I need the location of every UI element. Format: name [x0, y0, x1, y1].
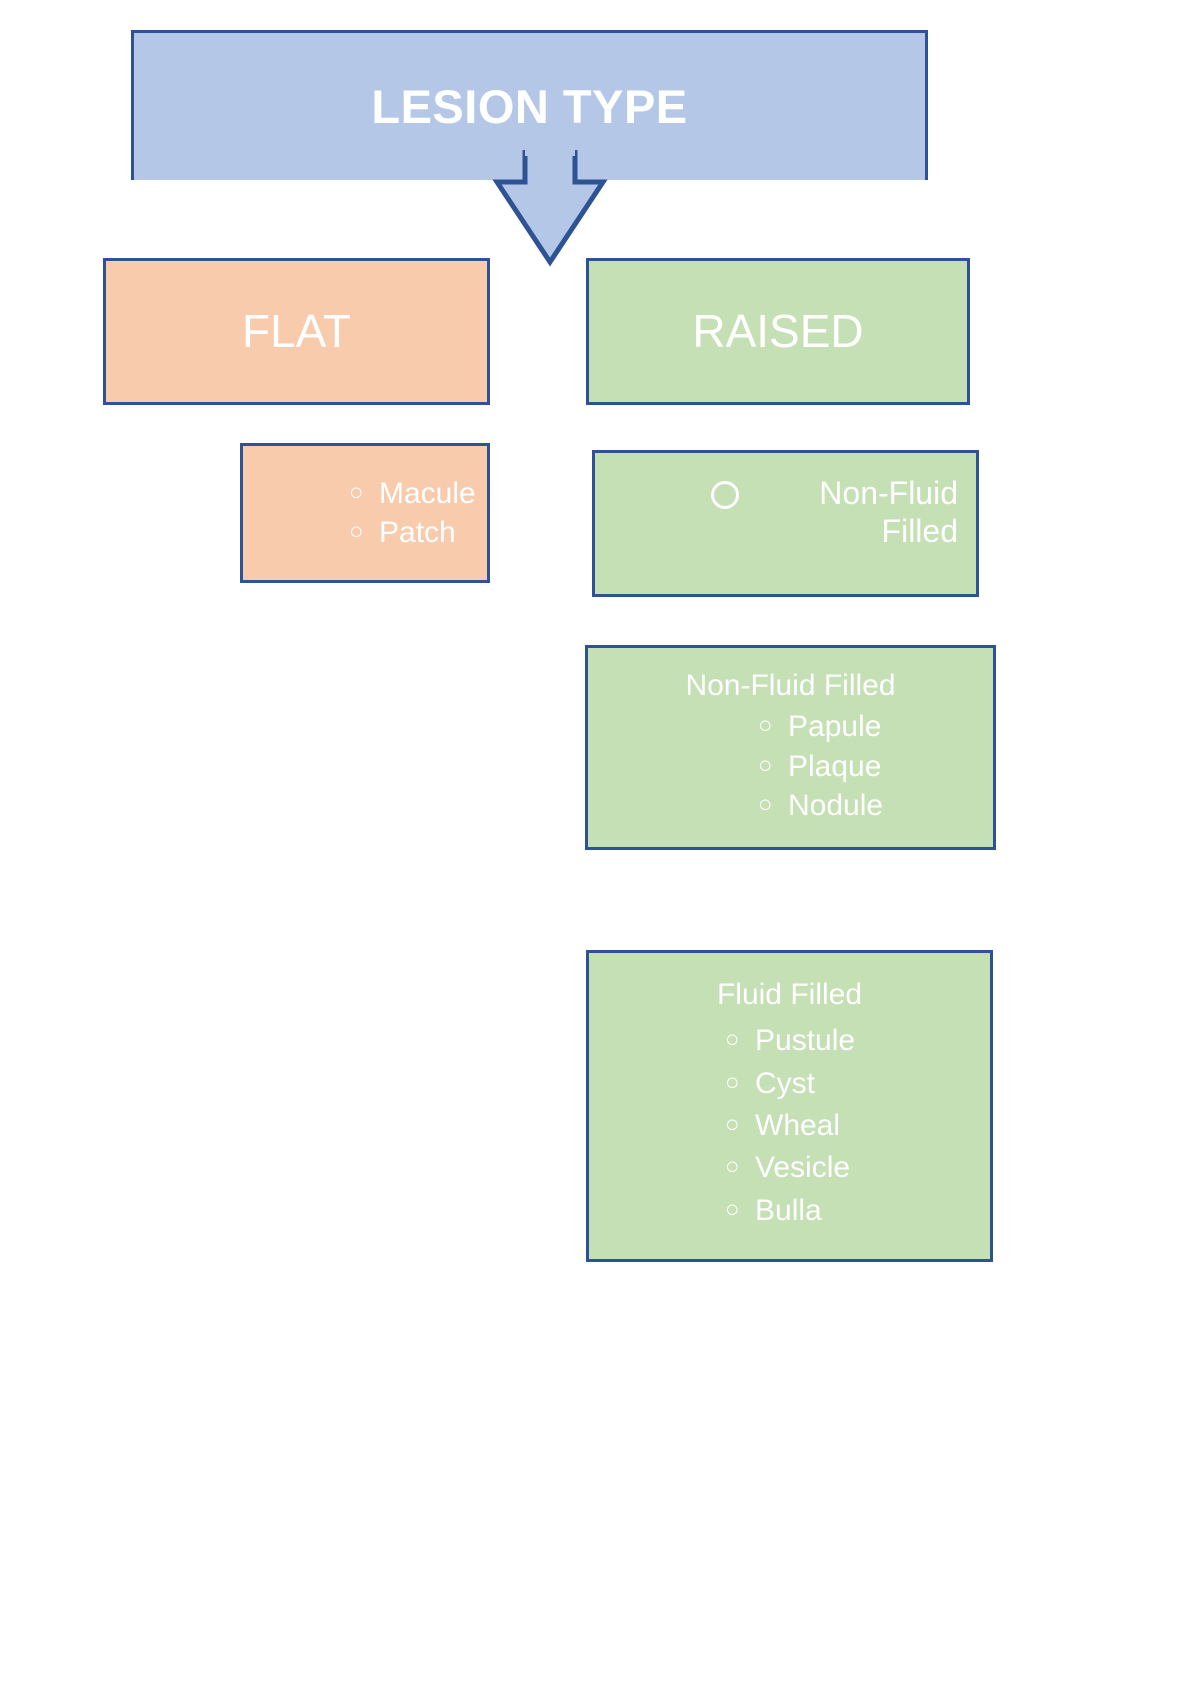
- circle-bullet-icon: [711, 481, 739, 509]
- flat-types-list: ○ Macule ○ Patch: [349, 472, 476, 555]
- circle-bullet-icon: ○: [725, 1195, 740, 1223]
- circle-bullet-icon: ○: [725, 1153, 740, 1181]
- list-item: ○ Vesicle: [725, 1150, 972, 1185]
- list-item-label: Macule: [379, 476, 476, 510]
- raised-nonfluid-callout-box: Non-Fluid Filled: [592, 450, 979, 597]
- list-item: ○ Cyst: [725, 1066, 972, 1101]
- list-item: ○ Papule: [758, 709, 975, 744]
- flat-label: FLAT: [241, 305, 352, 358]
- raised-callout-line1: Non-Fluid: [819, 475, 958, 511]
- list-item-label: Cyst: [755, 1066, 815, 1100]
- list-item-label: Pustule: [755, 1024, 856, 1058]
- fluid-filled-heading: Fluid Filled: [716, 977, 863, 1011]
- non-fluid-filled-list: ○ Papule ○ Plaque ○ Nodule: [758, 705, 975, 827]
- raised-callout-line2: Filled: [881, 512, 958, 549]
- list-item: ○ Plaque: [758, 749, 975, 784]
- raised-label: RAISED: [692, 305, 864, 358]
- list-item-label: Patch: [379, 516, 456, 549]
- lesion-type-header-box: LESION TYPE: [131, 30, 928, 180]
- circle-bullet-icon: ○: [349, 478, 364, 506]
- fluid-filled-box: Fluid Filled ○ Pustule ○ Cyst ○ Wheal ○ …: [586, 950, 993, 1262]
- fluid-filled-list: ○ Pustule ○ Cyst ○ Wheal ○ Vesicle ○ Bul…: [725, 1016, 972, 1235]
- circle-bullet-icon: ○: [349, 518, 364, 545]
- list-item-label: Wheal: [755, 1109, 841, 1142]
- list-item: ○ Macule: [349, 476, 476, 511]
- flat-types-box: ○ Macule ○ Patch: [240, 443, 490, 583]
- list-item-label: Papule: [788, 710, 882, 744]
- raised-branch-box: RAISED: [586, 258, 970, 405]
- list-item: ○ Bulla: [725, 1193, 972, 1228]
- list-item-label: Plaque: [788, 749, 882, 783]
- list-item-label: Vesicle: [755, 1151, 851, 1185]
- circle-bullet-icon: ○: [758, 712, 773, 740]
- list-item-label: Nodule: [788, 788, 884, 822]
- circle-bullet-icon: ○: [725, 1111, 740, 1138]
- list-item-label: Bulla: [755, 1193, 822, 1227]
- list-item: ○ Wheal: [725, 1108, 972, 1143]
- non-fluid-filled-box: Non-Fluid Filled ○ Papule ○ Plaque ○ Nod…: [585, 645, 996, 850]
- circle-bullet-icon: ○: [758, 790, 773, 818]
- non-fluid-filled-heading: Non-Fluid Filled: [685, 668, 896, 702]
- page-title: LESION TYPE: [371, 79, 688, 133]
- list-item: ○ Pustule: [725, 1023, 972, 1058]
- circle-bullet-icon: ○: [725, 1068, 740, 1096]
- circle-bullet-icon: ○: [758, 751, 773, 779]
- raised-callout-text: Non-Fluid Filled: [595, 475, 958, 551]
- flat-branch-box: FLAT: [103, 258, 490, 405]
- list-item: ○ Nodule: [758, 788, 975, 823]
- list-item: ○ Patch: [349, 515, 476, 550]
- circle-bullet-icon: ○: [725, 1026, 740, 1054]
